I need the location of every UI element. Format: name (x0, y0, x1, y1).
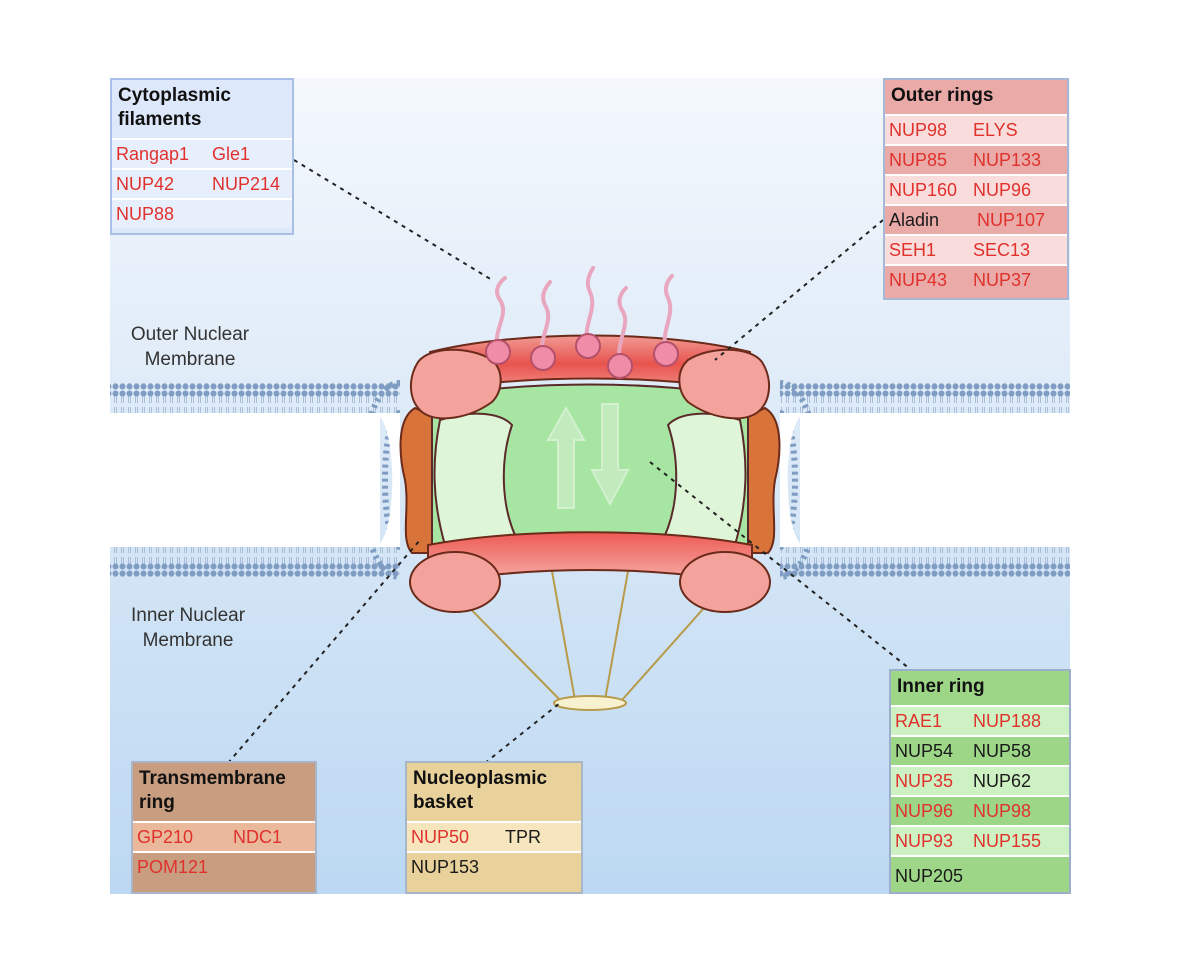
protein-name: NUP133 (973, 149, 1042, 170)
nuclear-envelope-left (110, 380, 402, 580)
protein-name: NUP107 (977, 209, 1046, 230)
protein-name: NUP62 (973, 770, 1032, 791)
import-arrow (546, 405, 586, 509)
ring-bulge-bottom-right (679, 551, 771, 613)
outer-membrane-label: Outer Nuclear Membrane (110, 322, 270, 372)
panel-nucleoplasmic-basket: Nucleoplasmic basket NUP50 TPR NUP153 (405, 761, 583, 894)
panel-outer-rings: Outer rings NUP98 ELYS NUP85 NUP133 NUP1… (883, 78, 1069, 300)
protein-row: NUP42 NUP214 (112, 168, 292, 198)
protein-name: Gle1 (212, 143, 251, 164)
protein-name: NUP155 (973, 830, 1042, 851)
protein-name: GP210 (137, 826, 194, 847)
protein-name: NUP88 (116, 203, 175, 224)
panel-title: Inner ring (891, 671, 1069, 705)
protein-name: TPR (505, 826, 541, 847)
protein-name: ELYS (973, 119, 1018, 140)
panel-title: Outer rings (885, 80, 1067, 114)
protein-row: SEH1 SEC13 (885, 234, 1067, 264)
protein-name: NUP98 (889, 119, 948, 140)
panel-title-line: filaments (118, 109, 202, 130)
panel-title-line: Inner ring (897, 676, 985, 697)
protein-row: NUP43 NUP37 (885, 264, 1067, 294)
protein-name: SEH1 (889, 239, 937, 260)
inner-membrane-label-line2: Membrane (142, 630, 234, 651)
protein-name: RAE1 (895, 710, 943, 731)
inner-membrane-label-line1: Inner Nuclear (130, 605, 246, 626)
protein-row: NUP35 NUP62 (891, 765, 1069, 795)
protein-row: Aladin NUP107 (885, 204, 1067, 234)
protein-row: NUP96 NUP98 (891, 795, 1069, 825)
ring-bulge-top-right (678, 348, 770, 420)
ring-bulge-bottom-left (409, 551, 501, 613)
outer-membrane-label-line2: Membrane (144, 349, 236, 370)
panel-title: Transmembrane ring (133, 763, 315, 821)
nuclear-envelope-right (778, 380, 1070, 580)
protein-name: NUP37 (973, 269, 1032, 290)
protein-name: NUP96 (895, 800, 954, 821)
protein-row: GP210 NDC1 (133, 821, 315, 851)
protein-name: NUP43 (889, 269, 948, 290)
panel-title-line: Cytoplasmic (118, 85, 231, 106)
panel-title-line: Transmembrane (139, 768, 286, 789)
protein-row: NUP50 TPR (407, 821, 581, 851)
panel-transmembrane-ring: Transmembrane ring GP210 NDC1 POM121 (131, 761, 317, 894)
protein-name: NUP96 (973, 179, 1032, 200)
callout-lines (227, 159, 911, 764)
protein-row: NUP153 (407, 851, 581, 881)
panel-title-line: ring (139, 792, 175, 813)
protein-row: Rangap1 Gle1 (112, 138, 292, 168)
protein-name: NUP153 (411, 856, 480, 877)
protein-name: POM121 (137, 856, 209, 877)
protein-name: NUP42 (116, 173, 175, 194)
filament-knobs (485, 333, 679, 379)
protein-name: NUP54 (895, 740, 954, 761)
protein-name: NUP50 (411, 826, 470, 847)
panel-title: Nucleoplasmic basket (407, 763, 581, 821)
protein-name: NUP160 (889, 179, 958, 200)
protein-name: NUP93 (895, 830, 954, 851)
panel-title-line: basket (413, 792, 474, 813)
export-arrow (590, 403, 630, 507)
panel-cytoplasmic-filaments: Cytoplasmic filaments Rangap1 Gle1 NUP42… (110, 78, 294, 235)
protein-row: RAE1 NUP188 (891, 705, 1069, 735)
protein-name: NUP85 (889, 149, 948, 170)
protein-row: NUP85 NUP133 (885, 144, 1067, 174)
protein-row: NUP98 ELYS (885, 114, 1067, 144)
protein-row: NUP88 (112, 198, 292, 228)
protein-name: NUP188 (973, 710, 1042, 731)
ring-bulge-top-left (410, 348, 502, 420)
protein-name: NUP35 (895, 770, 954, 791)
protein-name: Rangap1 (116, 143, 190, 164)
protein-row: NUP54 NUP58 (891, 735, 1069, 765)
panel-inner-ring: Inner ring RAE1 NUP188 NUP54 NUP58 NUP35… (889, 669, 1071, 894)
protein-name: NDC1 (233, 826, 283, 847)
protein-name: Aladin (889, 209, 940, 230)
outer-membrane-label-line1: Outer Nuclear (130, 324, 250, 345)
panel-title-line: Outer rings (891, 85, 994, 106)
protein-name: NUP58 (973, 740, 1032, 761)
cytoplasmic-filaments-shape (494, 266, 674, 366)
protein-row: NUP205 (891, 855, 1069, 892)
panel-title-line: Nucleoplasmic (413, 768, 548, 789)
protein-name: SEC13 (973, 239, 1031, 260)
protein-row: NUP93 NUP155 (891, 825, 1069, 855)
inner-membrane-label: Inner Nuclear Membrane (108, 603, 268, 653)
panel-title: Cytoplasmic filaments (112, 80, 292, 138)
protein-name: NUP214 (212, 173, 281, 194)
protein-name: NUP205 (895, 865, 964, 886)
protein-row: NUP160 NUP96 (885, 174, 1067, 204)
protein-name: NUP98 (973, 800, 1032, 821)
protein-row: POM121 (133, 851, 315, 881)
